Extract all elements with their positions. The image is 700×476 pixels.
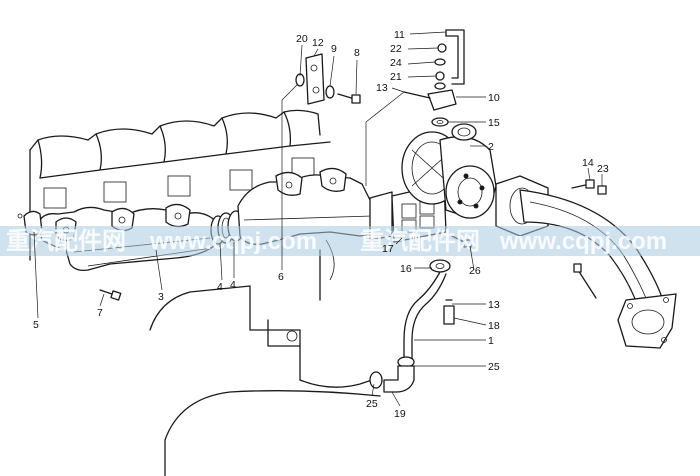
- callout-12: 12: [312, 37, 324, 49]
- callout-11: 11: [394, 29, 405, 41]
- callout-13-top: 13: [376, 82, 388, 94]
- leader-lines: [33, 31, 603, 407]
- callout-3: 3: [158, 291, 164, 303]
- turbocharger: [401, 123, 497, 219]
- callout-23: 23: [597, 163, 609, 175]
- callout-21: 21: [390, 71, 402, 83]
- callout-20: 20: [296, 33, 308, 45]
- callout-24: 24: [390, 57, 402, 69]
- callout-1: 1: [488, 335, 494, 347]
- callout-9: 9: [331, 43, 337, 55]
- watermark-text-3: 重汽配件网: [360, 227, 480, 255]
- callout-17: 17: [382, 243, 394, 255]
- oil-feed-pipe: [403, 29, 465, 127]
- exhaust-outlet-pipe: [495, 175, 677, 349]
- callout-16: 16: [400, 263, 412, 275]
- callout-15: 15: [488, 117, 500, 129]
- callout-25-left: 25: [366, 398, 378, 410]
- watermark: 重汽配件网 www.cqpj.com 重汽配件网 www.cqpj.com: [0, 226, 700, 256]
- watermark-text-4: www.cqpj.com: [499, 228, 667, 255]
- callout-5: 5: [33, 319, 39, 331]
- watermark-text-1: 重汽配件网: [6, 227, 126, 255]
- callout-6: 6: [278, 271, 284, 283]
- callout-8: 8: [354, 47, 360, 59]
- callout-labels: 20 12 9 8 11 22 24 21 13 10 15 2 14 23 1…: [33, 29, 609, 420]
- callout-4-right: 4: [230, 279, 236, 291]
- callout-10: 10: [488, 92, 500, 104]
- callout-18: 18: [488, 320, 500, 332]
- callout-4-left: 4: [217, 281, 223, 293]
- callout-25-right: 25: [488, 361, 500, 373]
- callout-14: 14: [582, 157, 594, 169]
- callout-7: 7: [97, 307, 103, 319]
- callout-26: 26: [469, 265, 481, 277]
- callout-19: 19: [394, 408, 406, 420]
- oil-return-pipe: [369, 259, 451, 393]
- callout-22: 22: [390, 43, 402, 55]
- cylinder-head-block: [29, 109, 381, 476]
- watermark-text-2: www.cqpj.com: [149, 228, 317, 255]
- callout-2: 2: [488, 141, 494, 153]
- callout-13-bottom: 13: [488, 299, 500, 311]
